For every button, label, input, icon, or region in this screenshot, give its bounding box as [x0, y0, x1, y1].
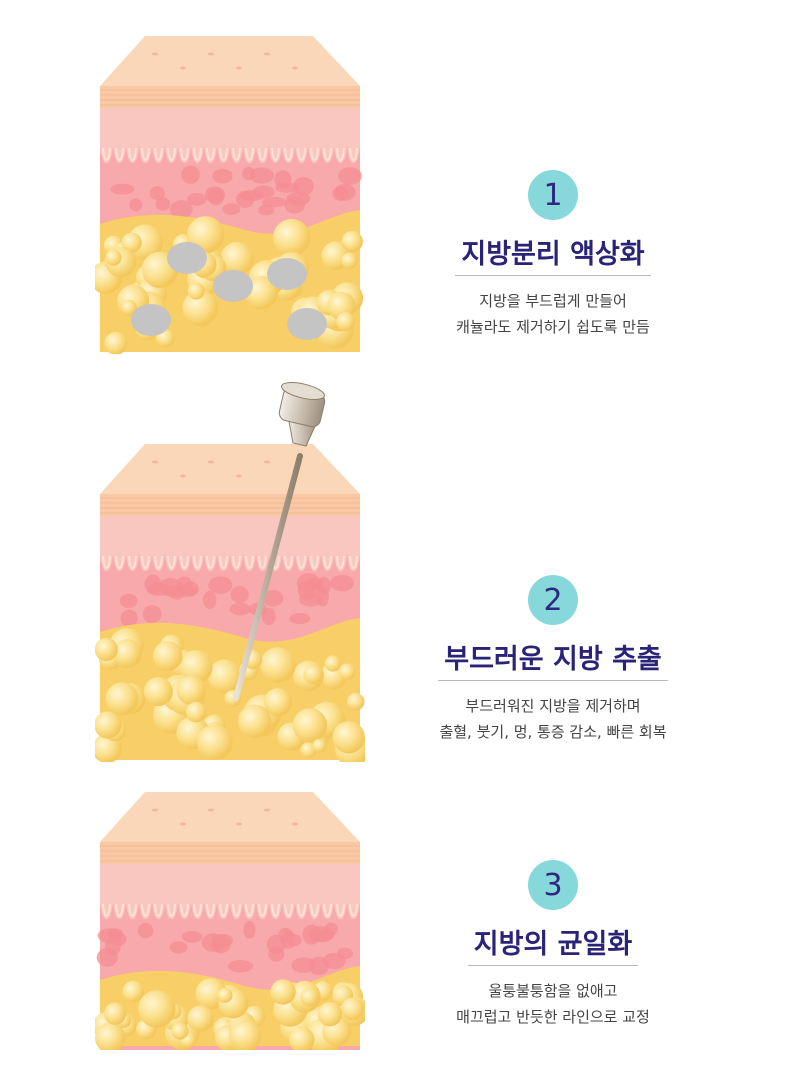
- step-number-badge: 3: [528, 860, 578, 910]
- skin-layer-fat-separated: [95, 36, 364, 354]
- step-3: 3 지방의 균일화 울퉁불퉁함을 없애고 매끄럽고 반듯한 라인으로 교정: [400, 860, 706, 1030]
- step-description: 부드러워진 지방을 제거하며 출혈, 붓기, 멍, 통증 감소, 빠른 회복: [400, 693, 706, 745]
- step-1: 1 지방분리 액상화 지방을 부드럽게 만들어 캐뉼라도 제거하기 쉽도록 만듬: [400, 170, 706, 340]
- cannula-icon: [233, 382, 326, 701]
- skin-illustration-3: [95, 790, 365, 1050]
- step-2: 2 부드러운 지방 추출 부드러워진 지방을 제거하며 출혈, 붓기, 멍, 통…: [400, 575, 706, 745]
- step-number-badge: 2: [528, 575, 578, 625]
- step-number-badge: 1: [528, 170, 578, 220]
- skin-layer-cannula-extraction: [95, 382, 365, 762]
- step-title: 부드러운 지방 추출: [438, 637, 668, 681]
- step-title: 지방의 균일화: [467, 922, 639, 966]
- skin-illustration-1: [95, 34, 365, 354]
- skin-illustration-2: [95, 376, 365, 762]
- step-description-line: 매끄럽고 반듯한 라인으로 교정: [456, 1008, 650, 1026]
- step-description: 지방을 부드럽게 만들어 캐뉼라도 제거하기 쉽도록 만듬: [400, 288, 706, 340]
- step-description-line: 부드러워진 지방을 제거하며: [465, 697, 641, 715]
- step-description-line: 캐뉼라도 제거하기 쉽도록 만듬: [456, 318, 650, 336]
- skin-layer-smooth: [95, 792, 365, 1050]
- step-title: 지방분리 액상화: [455, 232, 651, 276]
- step-description: 울퉁불퉁함을 없애고 매끄럽고 반듯한 라인으로 교정: [400, 978, 706, 1030]
- step-description-line: 지방을 부드럽게 만들어: [479, 292, 627, 310]
- step-description-line: 출혈, 붓기, 멍, 통증 감소, 빠른 회복: [439, 723, 667, 741]
- step-description-line: 울퉁불퉁함을 없애고: [488, 982, 618, 1000]
